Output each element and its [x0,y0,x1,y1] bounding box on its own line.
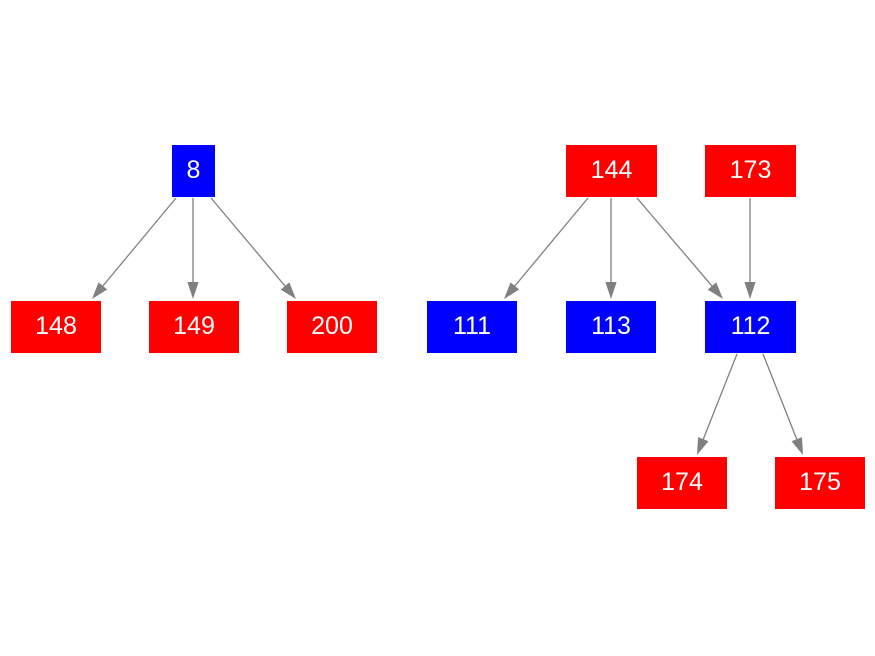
edge-n144-to-n111 [504,197,589,299]
edge-line [701,353,738,443]
edge-line [636,197,715,289]
graph-node-label: 113 [591,311,631,340]
graph-node-label: 175 [799,467,841,496]
arrowhead-icon [280,282,296,299]
edge-n8-to-n200 [210,197,296,299]
graph-node-label: 8 [186,155,201,184]
graph-node-label: 148 [35,311,77,340]
edge-n112-to-n175 [762,353,803,455]
edge-n8-to-n149 [187,198,199,299]
graph-node-175[interactable]: 175 [775,457,865,509]
edge-line [512,197,589,289]
arrowhead-icon [92,282,108,299]
edge-line [100,197,177,289]
arrowhead-icon [187,282,199,299]
arrowhead-icon [697,437,709,455]
graph-node-label: 174 [661,467,703,496]
edge-n112-to-n174 [697,353,738,455]
graph-node-149[interactable]: 149 [149,301,239,353]
graph-node-label: 144 [590,155,633,184]
graph-node-111[interactable]: 111 [427,301,517,353]
edge-n8-to-n148 [92,197,177,299]
graph-node-144[interactable]: 144 [566,145,657,197]
edge-n173-to-n112 [744,198,756,299]
graph-node-174[interactable]: 174 [637,457,727,509]
arrowhead-icon [605,282,617,299]
edge-n144-to-n112 [636,197,723,299]
graph-node-label: 112 [730,311,771,340]
graph-node-112[interactable]: 112 [705,301,796,353]
graph-node-148[interactable]: 148 [11,301,101,353]
graph-node-label: 173 [729,155,772,184]
arrowhead-icon [744,282,756,299]
graph-node-label: 149 [173,311,215,340]
graph-node-label: 200 [311,311,353,340]
graph-node-8[interactable]: 8 [172,145,215,197]
graph-node-113[interactable]: 113 [566,301,656,353]
arrowhead-icon [504,282,520,299]
graph-node-label: 111 [452,311,491,340]
edge-line [762,353,799,443]
arrowhead-icon [791,437,803,455]
edge-n144-to-n113 [605,198,617,299]
edge-line [210,197,288,289]
arrowhead-icon [707,282,723,299]
graph-node-200[interactable]: 200 [287,301,377,353]
graph-node-173[interactable]: 173 [705,145,796,197]
